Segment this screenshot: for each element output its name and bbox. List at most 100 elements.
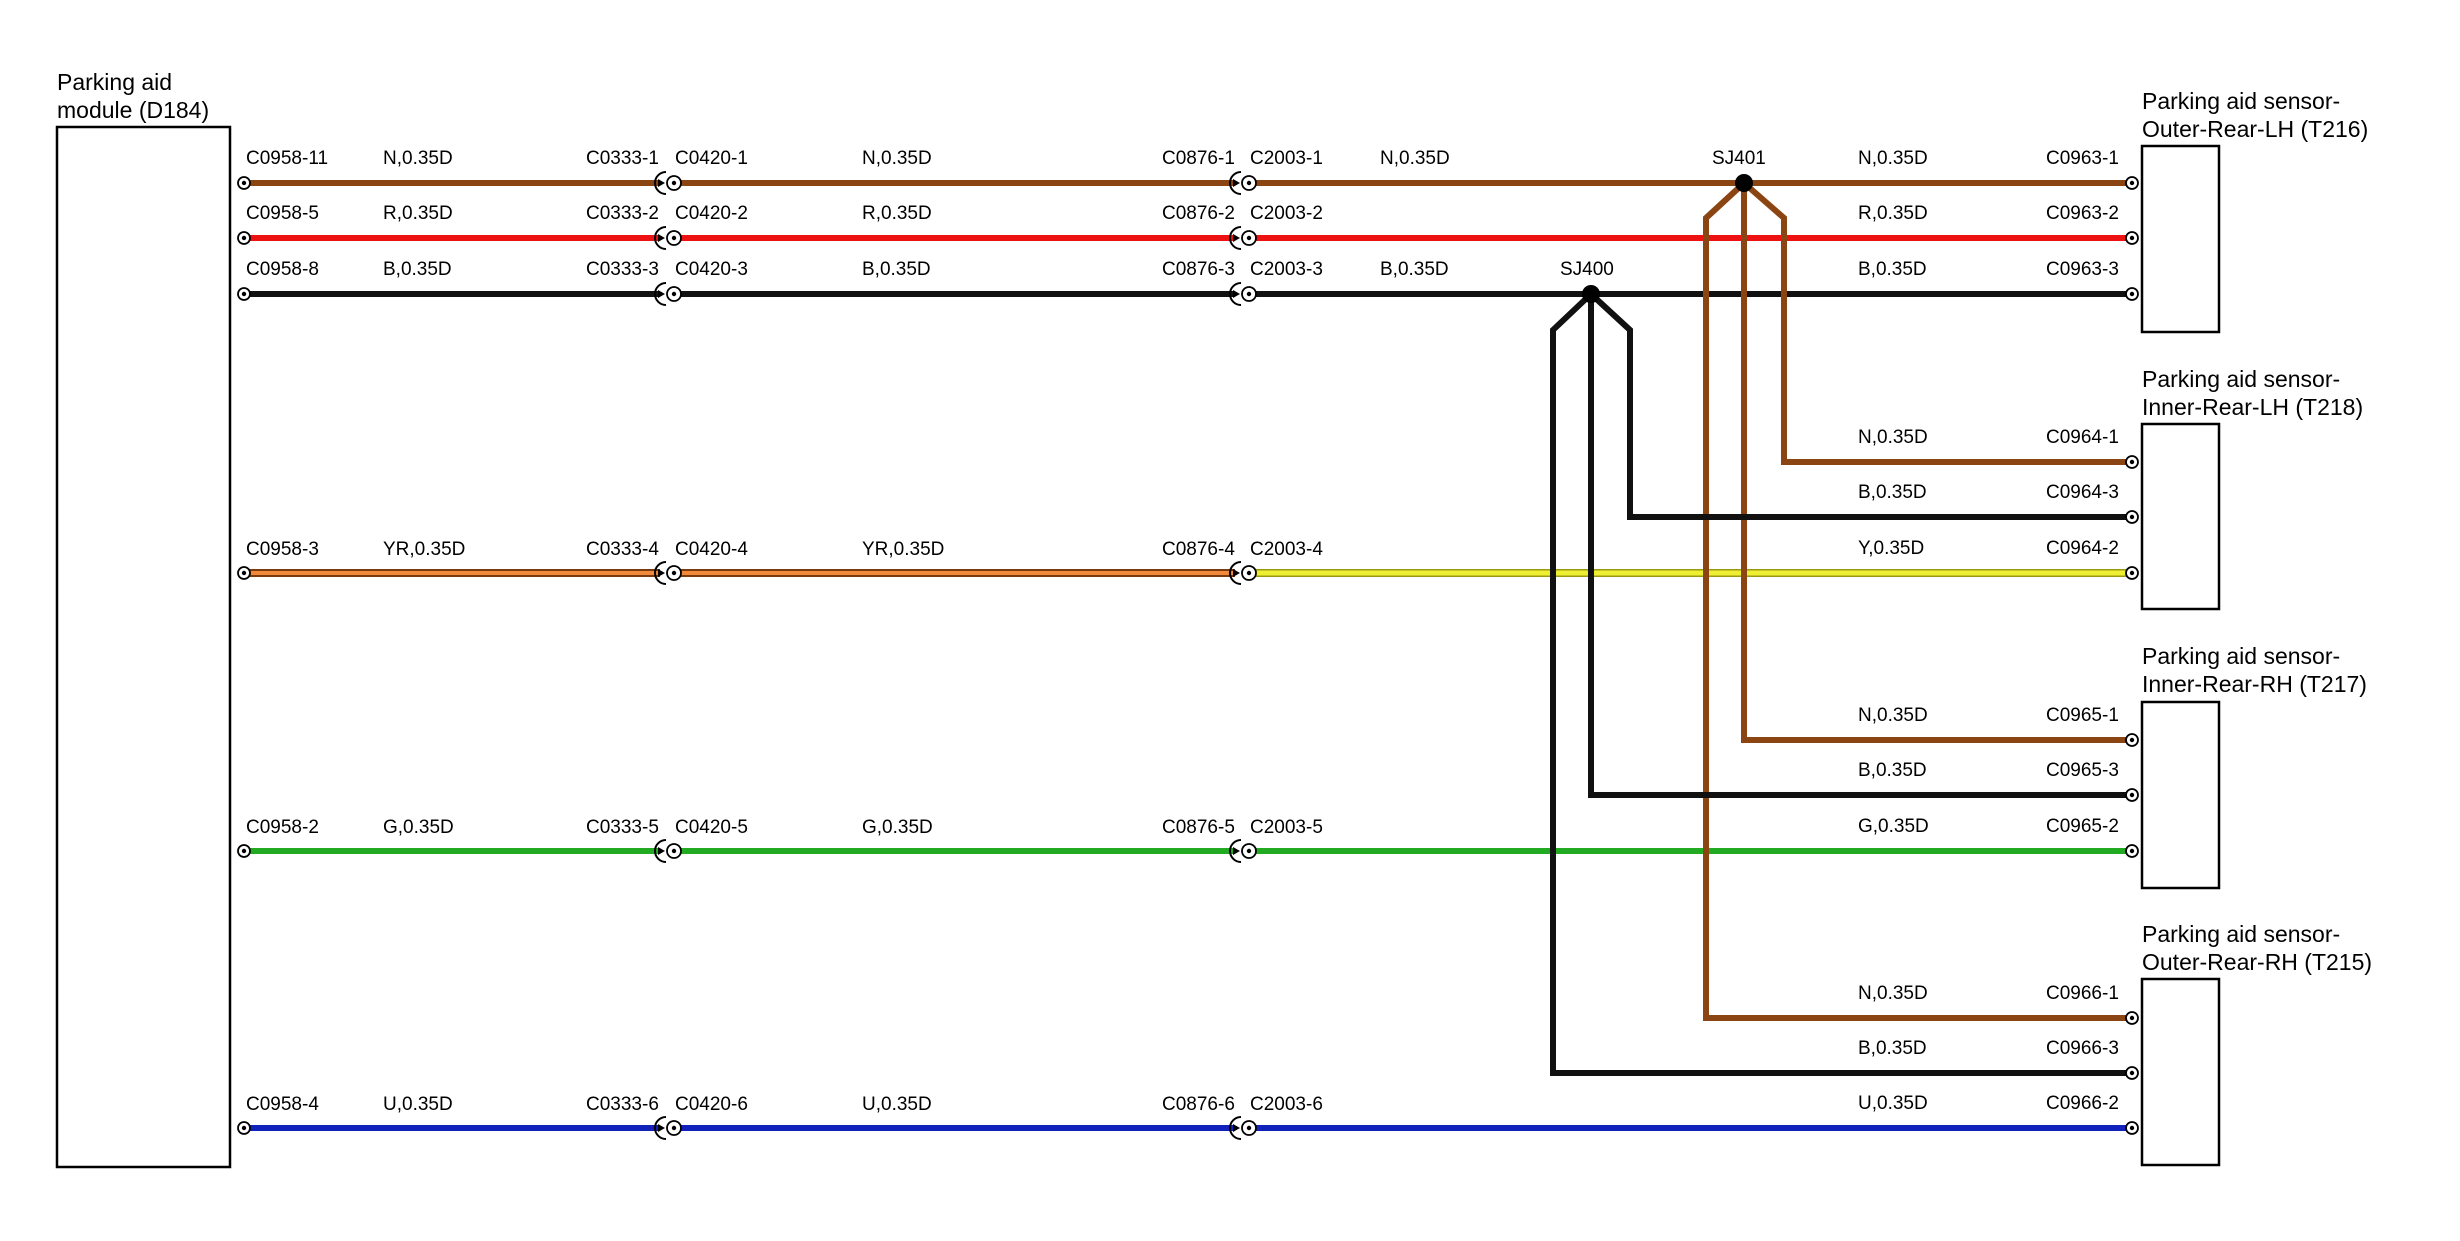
module-pin [237, 231, 251, 245]
sensor-box [2140, 144, 2221, 334]
inline-shell [1229, 226, 1242, 250]
pin-dot [241, 570, 247, 576]
inline-shell [654, 1116, 667, 1140]
connector-label: C2003-5 [1250, 817, 1323, 838]
inline-shell [654, 226, 667, 250]
sensor-pin [2125, 510, 2139, 524]
inline-shell [1229, 561, 1242, 585]
inline-dot [671, 1125, 677, 1131]
module-pin-label: C0958-2 [246, 817, 319, 838]
wire-label: N,0.35D [1858, 148, 1928, 169]
inline-connector [1229, 1116, 1257, 1140]
inline-shell [1229, 839, 1242, 863]
module-pin [237, 287, 251, 301]
sensor-title-line2: Outer-Rear-RH (T215) [2142, 949, 2372, 975]
connector-label: C2003-3 [1250, 259, 1323, 280]
sensor-pin-label: C0966-2 [2046, 1093, 2119, 1114]
module-pin-label: C0958-3 [246, 539, 319, 560]
sensor-pin-label: C0963-1 [2046, 148, 2119, 169]
module-box [55, 125, 232, 1169]
sensor-pin-label: C0964-3 [2046, 482, 2119, 503]
connector-label: C0333-1 [586, 148, 659, 169]
inline-shell [1229, 1116, 1242, 1140]
inline-dot [671, 180, 677, 186]
sensor-title-line1: Parking aid sensor- [2142, 88, 2340, 114]
connector-label: C0876-3 [1162, 259, 1235, 280]
pin-dot [2129, 792, 2135, 798]
inline-arrow [658, 179, 665, 187]
inline-arrow [658, 847, 665, 855]
sensor-title-line2: Inner-Rear-LH (T218) [2142, 394, 2363, 420]
sensor-pin [2125, 455, 2139, 469]
wire-label: B,0.35D [862, 259, 931, 280]
connector-label: C0876-1 [1162, 148, 1235, 169]
connector-label: C0420-3 [675, 259, 748, 280]
wire-label: N,0.35D [1858, 427, 1928, 448]
connector-label: C2003-4 [1250, 539, 1323, 560]
sensor-title-line1: Parking aid sensor- [2142, 643, 2340, 669]
module-pin-label: C0958-11 [246, 148, 328, 169]
connector-label: C0333-5 [586, 817, 659, 838]
splice-branch-wire [1588, 291, 2132, 520]
wire-label: U,0.35D [383, 1094, 453, 1115]
module-pin [237, 176, 251, 190]
pin-dot [2129, 1015, 2135, 1021]
inline-shell [654, 171, 667, 195]
inline-dot [1246, 235, 1252, 241]
sensor-title-line1: Parking aid sensor- [2142, 921, 2340, 947]
pin-dot [2129, 737, 2135, 743]
connector-label: C2003-1 [1250, 148, 1323, 169]
connector-label: C0333-4 [586, 539, 659, 560]
wire-label: YR,0.35D [383, 539, 465, 560]
connectors-layer [237, 171, 2139, 1140]
splice-branch-wire [1550, 291, 2132, 1076]
sensor-title-line2: Inner-Rear-RH (T217) [2142, 671, 2367, 697]
inline-connector [654, 282, 682, 306]
module-pin-label: C0958-4 [246, 1094, 319, 1115]
sensor-pin-label: C0966-1 [2046, 983, 2119, 1004]
wire-label: R,0.35D [1858, 203, 1928, 224]
wire-label: R,0.35D [383, 203, 453, 224]
wire-label: B,0.35D [383, 259, 452, 280]
wire-label: Y,0.35D [1858, 538, 1924, 559]
parking-aid-module: Parking aid module (D184) [55, 69, 232, 1169]
connector-label: C0420-2 [675, 203, 748, 224]
inline-arrow [658, 290, 665, 298]
pin-dot [241, 180, 247, 186]
wire-label: B,0.35D [1858, 482, 1927, 503]
connector-label: C0420-6 [675, 1094, 748, 1115]
wire-label: N,0.35D [383, 148, 453, 169]
wire-label: G,0.35D [383, 817, 454, 838]
sensor-pin [2125, 287, 2139, 301]
connector-label: C0420-1 [675, 148, 748, 169]
sensor-pin-label: C0966-3 [2046, 1038, 2119, 1059]
inline-connector [654, 226, 682, 250]
inline-connector [1229, 226, 1257, 250]
sensor-box [2140, 977, 2221, 1167]
connector-label: C0876-5 [1162, 817, 1235, 838]
wire-label: N,0.35D [862, 148, 932, 169]
inline-arrow [1233, 234, 1240, 242]
splice-label: SJ401 [1712, 148, 1766, 169]
sensor-pin [2125, 231, 2139, 245]
sensor-inner-rear-lh: Parking aid sensor- Inner-Rear-LH (T218) [2140, 366, 2363, 611]
inline-dot [1246, 1125, 1252, 1131]
wires-layer [244, 180, 2132, 1131]
inline-connector [654, 171, 682, 195]
splice-node [1582, 285, 1600, 303]
inline-dot [671, 291, 677, 297]
splice-branch-wire [1703, 180, 2132, 1021]
inline-connector [1229, 171, 1257, 195]
module-pin [237, 566, 251, 580]
sensor-pin-label: C0965-2 [2046, 816, 2119, 837]
inline-dot [671, 235, 677, 241]
inline-dot [1246, 570, 1252, 576]
wire-label: B,0.35D [1858, 259, 1927, 280]
inline-connector [654, 561, 682, 585]
inline-shell [1229, 282, 1242, 306]
pin-dot [2129, 291, 2135, 297]
sensor-title-line2: Outer-Rear-LH (T216) [2142, 116, 2368, 142]
inline-dot [1246, 291, 1252, 297]
pin-dot [241, 1125, 247, 1131]
